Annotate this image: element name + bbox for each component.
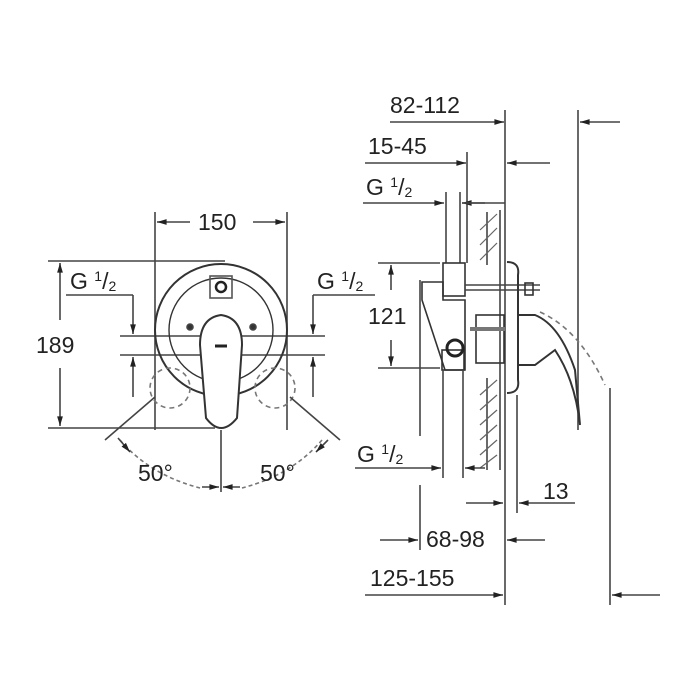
dim-13: 13 [543, 478, 569, 504]
angle-right-label: 50° [260, 460, 295, 486]
connection-right-label: G 1/2 [317, 268, 364, 294]
connection-left-label: G 1/2 [70, 268, 117, 294]
dim-125-155: 125-155 [370, 565, 455, 591]
dim-15-45: 15-45 [368, 133, 427, 159]
connection-bottom-label: G 1/2 [357, 441, 404, 467]
angle-left-label: 50° [138, 460, 173, 486]
connection-top-label: G 1/2 [366, 174, 413, 200]
dim-68-98: 68-98 [426, 526, 485, 552]
dim-121: 121 [368, 303, 407, 329]
dim-width-150: 150 [198, 209, 237, 235]
dim-82-112: 82-112 [390, 92, 460, 118]
dim-height-189: 189 [36, 332, 75, 358]
